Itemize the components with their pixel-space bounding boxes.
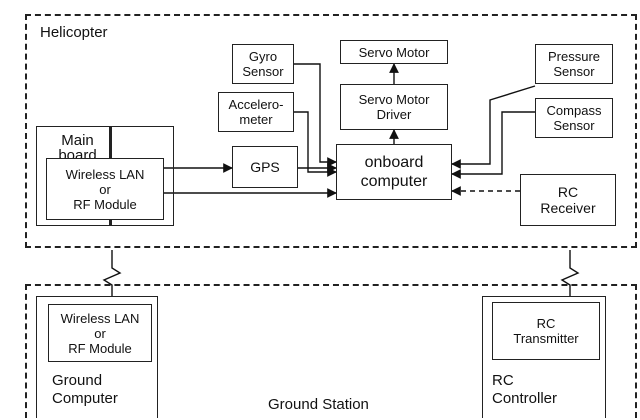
helicopter-title: Helicopter (40, 24, 108, 41)
servo-motor: Servo Motor (340, 40, 448, 64)
helicopter-region (25, 14, 637, 248)
ground-station-region (25, 284, 637, 418)
rc-controller-label: RC Controller (492, 372, 558, 407)
accelerometer: Accelero- meter (218, 92, 294, 132)
servo-motor-driver: Servo Motor Driver (340, 84, 448, 130)
ground-station-title: Ground Station (268, 396, 369, 413)
rc-transmitter: RC Transmitter (492, 302, 600, 360)
wireless-link-left (102, 250, 122, 300)
gps: GPS (232, 146, 298, 188)
onboard-computer: onboard computer (336, 144, 452, 200)
rc-receiver: RC Receiver (520, 174, 616, 226)
wireless-link-right (560, 250, 580, 300)
ground-computer-label: Ground Computer (52, 372, 118, 407)
ground-wireless-module: Wireless LAN or RF Module (48, 304, 152, 362)
compass-sensor: Compass Sensor (535, 98, 613, 138)
gyro-to-computer-arrow (294, 63, 337, 167)
helicopter-wireless-module: Wireless LAN or RF Module (46, 158, 164, 220)
pressure-sensor: Pressure Sensor (535, 44, 613, 84)
main-board-frame (36, 126, 174, 226)
gyro-sensor: Gyro Sensor (232, 44, 294, 84)
pressure-to-computer-arrow (451, 85, 536, 169)
accelerometer-to-computer-arrow (294, 111, 337, 177)
compass-to-computer-arrow (451, 111, 535, 179)
